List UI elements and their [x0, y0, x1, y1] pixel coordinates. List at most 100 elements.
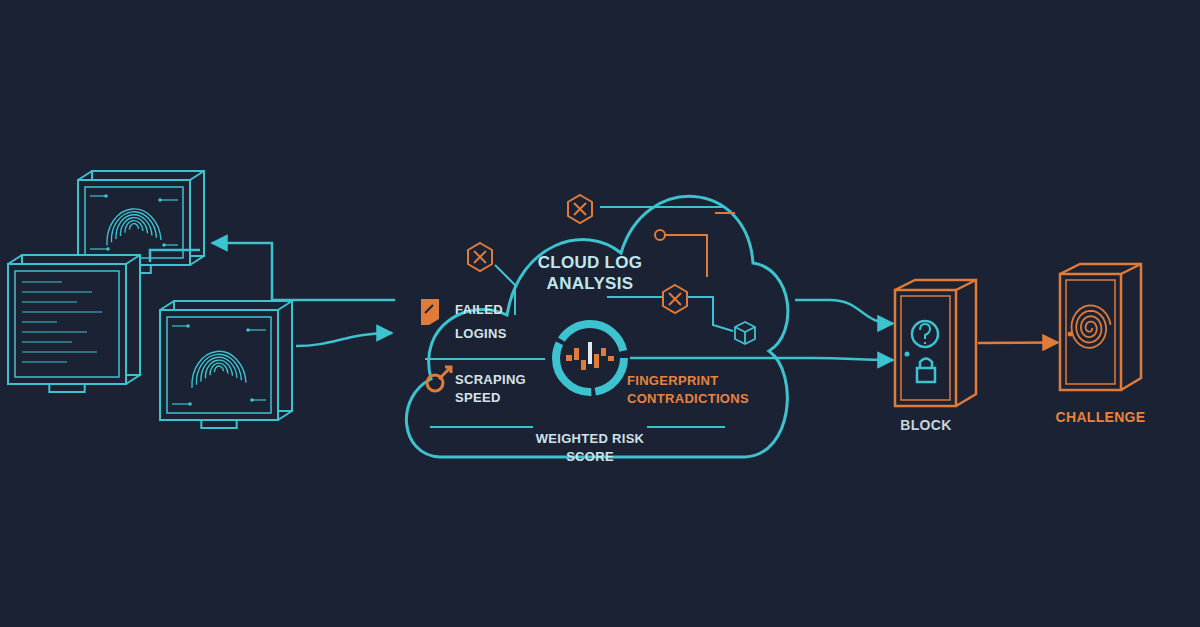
- circle-part: [1068, 332, 1073, 337]
- path-part: [214, 366, 223, 372]
- wires: [150, 243, 395, 346]
- monitor: [160, 301, 292, 428]
- connector: [630, 358, 893, 360]
- path-part: [600, 206, 725, 208]
- path-part: [172, 403, 190, 404]
- rect-part: [78, 180, 190, 265]
- path-part: [196, 354, 241, 384]
- circle-part: [104, 194, 108, 198]
- path-part: [22, 291, 92, 292]
- block-door: BLOCK: [893, 278, 978, 408]
- door-challenge: [1060, 264, 1141, 390]
- path-part: [647, 426, 725, 428]
- circle-part: [162, 243, 166, 247]
- circle-part: [912, 321, 938, 347]
- wire: [212, 243, 395, 300]
- path-part: [22, 321, 57, 322]
- rect-part: [85, 187, 183, 258]
- circle-part: [158, 198, 162, 202]
- path-part: [160, 301, 292, 420]
- path-part: [22, 301, 77, 302]
- risk-gauge: WEIGHTED RISK SCORE: [550, 318, 630, 398]
- path-part: [111, 212, 156, 242]
- signal-label: FINGERPRINT CONTRADICTIONS: [627, 372, 767, 408]
- cloud-title: CLOUD LOG ANALYSIS: [515, 252, 665, 294]
- rect-part: [917, 368, 935, 382]
- rect-part: [201, 420, 236, 428]
- door-block: [895, 280, 976, 406]
- path-part: [895, 280, 976, 406]
- path-part: [107, 209, 161, 246]
- path-part: [22, 341, 72, 342]
- node-icon: [468, 195, 687, 313]
- circle-part: [655, 230, 665, 240]
- path-part: [22, 281, 62, 282]
- path-part: [1072, 306, 1111, 348]
- path-part: [425, 305, 433, 313]
- path-part: [201, 357, 237, 381]
- path-part: [920, 324, 930, 344]
- monitor-group: [8, 171, 292, 428]
- path-part: [430, 426, 533, 428]
- path-part: [22, 331, 87, 332]
- monitor: [8, 255, 140, 392]
- challenge-door: CHALLENGE: [1058, 262, 1143, 392]
- rect-part: [601, 348, 606, 356]
- path-part: [192, 351, 246, 388]
- cloud-region: CLOUD LOG ANALYSISFAILED LOGINS SCRAPING …: [395, 165, 795, 465]
- rect-part: [581, 360, 586, 370]
- path-part: [22, 311, 102, 312]
- path-part: [116, 215, 152, 239]
- path-part: [120, 218, 147, 236]
- node-outline: [550, 318, 630, 398]
- path-part: [715, 212, 735, 214]
- rect-part: [49, 384, 84, 392]
- wire: [150, 250, 200, 262]
- path-part: [22, 351, 97, 352]
- path-part: [129, 224, 138, 230]
- path-part: [205, 360, 232, 378]
- signal-label: FAILED LOGINS: [455, 298, 530, 346]
- rect-part: [8, 264, 126, 384]
- rect-part: [1060, 274, 1121, 390]
- path-part: [687, 297, 733, 331]
- circle-part: [250, 398, 254, 402]
- path-part: [439, 367, 451, 379]
- path-part: [210, 363, 228, 375]
- path-part: [252, 399, 266, 400]
- path-part: [125, 221, 143, 233]
- rect-part: [566, 355, 572, 361]
- path-part: [956, 280, 976, 290]
- path-part: [735, 327, 755, 344]
- path-part: [607, 296, 663, 298]
- path-part: [78, 171, 204, 265]
- waveform: [566, 342, 614, 370]
- polygon-part: [568, 195, 592, 223]
- gauge-ring: [556, 324, 624, 392]
- rect-part: [895, 290, 956, 406]
- door-label: CHALLENGE: [1038, 408, 1163, 426]
- polygon-part: [735, 322, 755, 344]
- rect-part: [15, 271, 119, 377]
- circle-part: [905, 352, 910, 357]
- path-part: [1060, 264, 1141, 390]
- failed-icon: [421, 299, 439, 325]
- speed-icon: [427, 367, 451, 391]
- rect-part: [588, 342, 592, 364]
- cube-icon: [735, 322, 755, 344]
- rect-part: [594, 354, 599, 368]
- path-part: [248, 329, 266, 330]
- signal-label: SCRAPING SPEED: [455, 371, 545, 407]
- path-part: [8, 255, 140, 384]
- path-part: [920, 359, 932, 369]
- path-part: [90, 248, 108, 249]
- rect-part: [574, 348, 579, 360]
- path-part: [665, 235, 707, 277]
- polygon-part: [663, 285, 687, 313]
- node-outline: [893, 278, 978, 408]
- circle-part: [106, 247, 110, 251]
